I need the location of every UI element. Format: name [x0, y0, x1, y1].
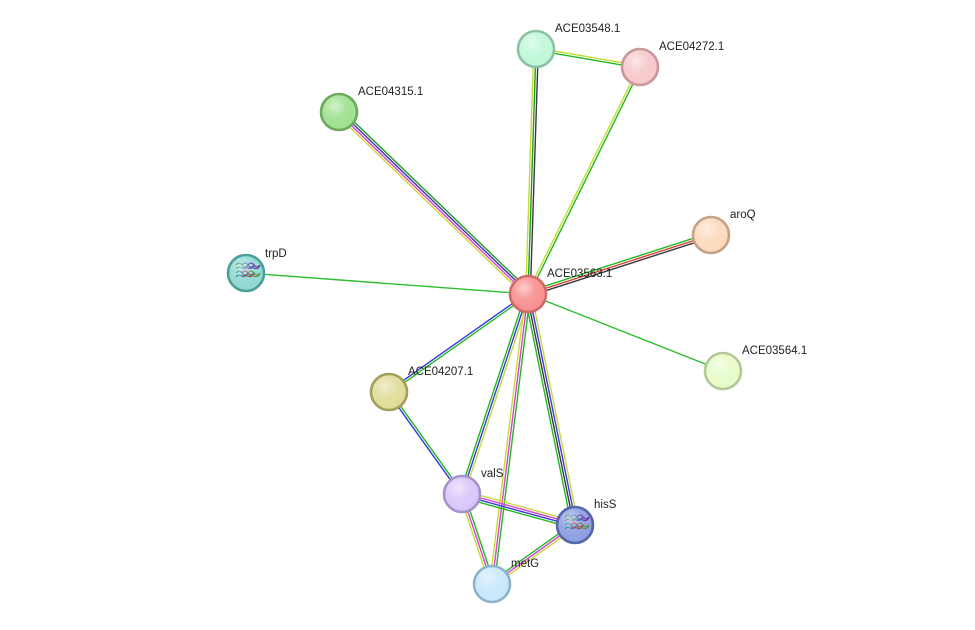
node-ace04315-1[interactable]: ACE04315.1	[319, 86, 423, 132]
node-highlight	[475, 567, 509, 601]
edge-strand	[463, 294, 531, 495]
edge-ace03563-1-ace04272-1	[526, 66, 642, 295]
edge-strand	[387, 292, 528, 392]
node-highlight	[558, 508, 592, 542]
node-label: ACE04315.1	[358, 86, 423, 98]
node-ace03563-1[interactable]: ACE03563.1	[508, 268, 612, 314]
node-highlight	[229, 256, 263, 290]
node-highlight	[623, 50, 657, 84]
edge-strand	[462, 489, 577, 523]
node-highlight	[322, 95, 356, 129]
node-highlight	[519, 32, 553, 66]
edge-ace03563-1-ace03564-1	[527, 293, 724, 372]
edge-ace03563-1-ace04207-1	[387, 292, 530, 394]
edge-strand	[489, 293, 527, 584]
node-ace03548-1[interactable]: ACE03548.1	[516, 23, 620, 69]
nodes-layer: ACE03563.1 ACE03548.1ACE04272.1ACE04315.1…	[226, 23, 807, 604]
edge-strand	[530, 293, 580, 525]
edge-strand	[389, 390, 464, 494]
node-hiss[interactable]: hisS	[555, 499, 617, 545]
edge-strand	[493, 294, 531, 585]
edge-strand	[526, 66, 640, 294]
node-highlight	[694, 218, 728, 252]
node-aroq[interactable]: aroQ	[691, 209, 756, 255]
node-label: aroQ	[730, 209, 756, 221]
edge-strand	[527, 232, 711, 293]
node-label: ACE03563.1	[547, 268, 612, 280]
edge-strand	[245, 272, 529, 295]
edge-strand	[528, 67, 642, 295]
edge-strand	[526, 294, 575, 526]
edge-ace03563-1-vals	[459, 293, 531, 495]
node-label: valS	[481, 468, 504, 480]
node-highlight	[706, 354, 740, 388]
edge-strand	[336, 113, 527, 297]
edges-layer	[245, 47, 724, 587]
edge-vals-hiss	[460, 489, 577, 530]
edge-ace03563-1-trpd	[245, 272, 529, 295]
node-ace04207-1[interactable]: ACE04207.1	[369, 366, 473, 412]
edge-ace03563-1-hiss	[523, 293, 580, 526]
edge-ace03563-1-metg	[489, 293, 531, 585]
node-label: ACE03548.1	[555, 23, 620, 35]
edge-strand	[462, 492, 576, 525]
edge-strand	[389, 294, 530, 394]
edge-ace04207-1-vals	[387, 390, 464, 496]
edge-strand	[387, 392, 462, 496]
node-label: trpD	[265, 248, 287, 260]
node-label: hisS	[594, 499, 617, 511]
edge-strand	[337, 112, 528, 296]
node-highlight	[511, 277, 545, 311]
edge-strand	[525, 48, 535, 294]
edge-strand	[527, 234, 712, 295]
edge-strand	[340, 109, 531, 293]
node-label: metG	[511, 558, 539, 570]
edge-strand	[460, 496, 575, 530]
node-metg[interactable]: metG	[472, 558, 539, 604]
edge-ace03563-1-ace04315-1	[336, 109, 531, 297]
edge-strand	[461, 494, 575, 527]
edge-strand	[527, 48, 537, 295]
edge-strand	[527, 293, 724, 372]
edge-strand	[461, 293, 529, 495]
node-trpd[interactable]: trpD	[226, 248, 287, 293]
edge-strand	[529, 49, 539, 295]
edge-ace03563-1-aroq	[527, 232, 712, 297]
edge-strand	[528, 236, 712, 297]
node-highlight	[445, 477, 479, 511]
node-ace04272-1[interactable]: ACE04272.1	[620, 41, 724, 87]
edge-strand	[523, 294, 573, 526]
edge-strand	[339, 110, 530, 294]
node-vals[interactable]: valS	[442, 468, 504, 514]
node-label: ACE04207.1	[408, 366, 473, 378]
edge-strand	[528, 293, 577, 525]
node-ace03564-1[interactable]: ACE03564.1	[703, 345, 807, 391]
edge-strand	[459, 293, 527, 494]
edge-ace03563-1-ace03548-1	[525, 48, 539, 295]
node-highlight	[372, 375, 406, 409]
node-label: ACE03564.1	[742, 345, 807, 357]
edge-strand	[491, 293, 529, 585]
node-label: ACE04272.1	[659, 41, 724, 53]
